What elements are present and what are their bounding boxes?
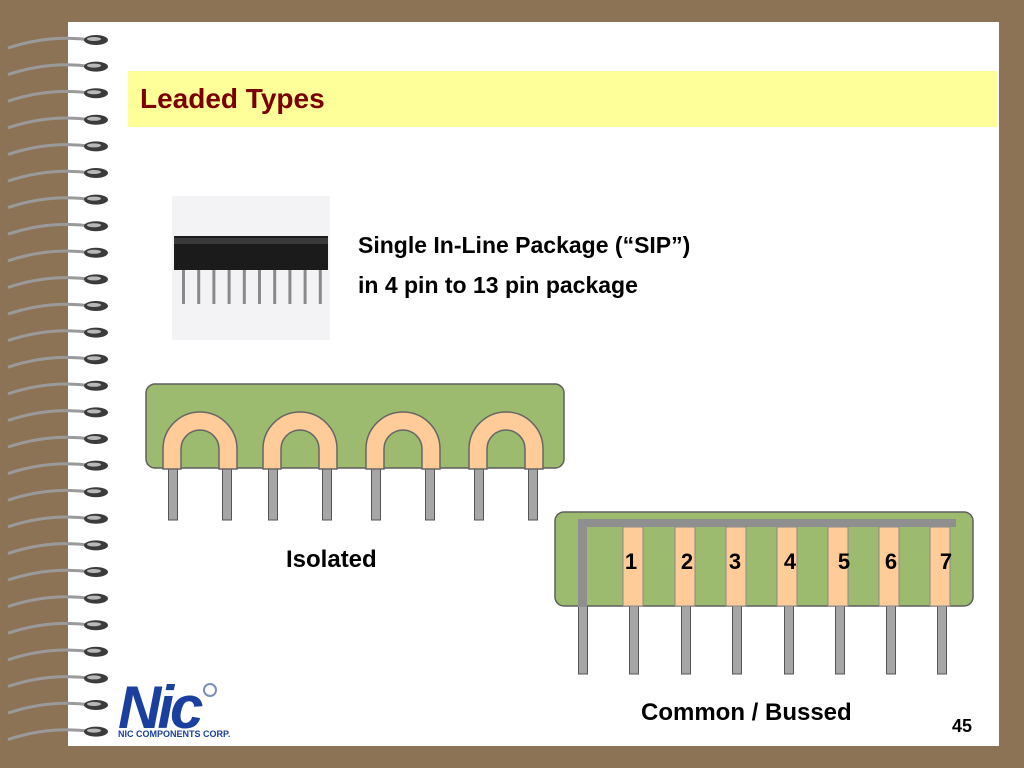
binding-ring <box>7 646 108 662</box>
binding-ring <box>7 35 108 50</box>
binding-ring <box>7 540 108 555</box>
isolated-body <box>145 383 565 469</box>
binding-ring <box>7 513 108 529</box>
chip-pin <box>227 270 231 304</box>
common-body <box>554 511 974 607</box>
sip-description-line1: Single In-Line Package (“SIP”) <box>358 232 691 258</box>
sip-chip-image <box>174 236 328 304</box>
common-lead <box>578 605 588 675</box>
binding-ring <box>7 726 108 742</box>
isolated-lead <box>425 467 435 521</box>
binding-ring <box>7 460 108 476</box>
chip-pin <box>273 270 277 304</box>
sip-description-line2: in 4 pin to 13 pin package <box>358 272 638 298</box>
binding-ring <box>7 141 108 156</box>
page-number: 45 <box>952 716 973 736</box>
chip-pin <box>182 270 185 304</box>
common-pin-label: 7 <box>940 549 952 574</box>
isolated-lead <box>268 467 278 521</box>
common-pin-label: 2 <box>681 549 693 574</box>
common-pin-label: 4 <box>784 549 797 574</box>
common-lead <box>886 605 896 675</box>
isolated-resistor-element <box>468 411 544 470</box>
isolated-caption: Isolated <box>286 546 377 573</box>
binding-ring <box>7 593 108 609</box>
chip-pin <box>318 270 322 304</box>
title-bar: Leaded Types <box>128 71 997 127</box>
common-network: 1 2 3 4 5 6 7 <box>554 511 974 675</box>
isolated-lead <box>371 467 381 521</box>
binding-ring <box>7 327 108 343</box>
binding-ring <box>7 301 108 316</box>
common-lead <box>732 605 742 675</box>
binding-ring <box>7 434 108 449</box>
isolated-lead <box>222 467 232 521</box>
isolated-resistor-element <box>262 411 338 470</box>
common-lead <box>937 605 947 675</box>
binding-ring <box>7 380 108 396</box>
nic-logo-caption: NIC COMPONENTS CORP. <box>118 729 231 739</box>
chip-pin <box>258 270 261 304</box>
binding-ring <box>7 700 108 715</box>
binding-ring <box>7 274 108 289</box>
binding-ring <box>7 114 108 130</box>
logo-swirl-icon <box>203 683 217 697</box>
isolated-lead <box>168 467 178 521</box>
binding-ring <box>7 168 108 183</box>
common-pin-label: 3 <box>729 549 741 574</box>
binding-ring <box>7 487 108 502</box>
slide-title: Leaded Types <box>140 83 325 114</box>
chip-pin <box>212 270 216 304</box>
binding-ring <box>7 61 108 77</box>
common-pin-label: 1 <box>625 549 637 574</box>
common-bus-bar <box>578 519 956 527</box>
chip-pin <box>288 270 292 304</box>
binding-ring <box>7 221 108 236</box>
common-lead <box>784 605 794 675</box>
binding-ring <box>7 673 108 688</box>
chip-pin <box>197 270 201 304</box>
binding-ring <box>7 247 108 263</box>
common-caption: Common / Bussed <box>641 699 852 726</box>
isolated-network <box>145 383 565 521</box>
spiral-binding <box>7 35 108 742</box>
common-bus-drop <box>578 519 587 607</box>
sip-chip-photo <box>172 196 330 340</box>
binding-ring <box>7 88 108 103</box>
binding-ring <box>7 567 108 582</box>
nic-logo-mark: Nic <box>118 676 203 741</box>
isolated-lead <box>528 467 538 521</box>
binding-ring <box>7 194 108 210</box>
binding-ring <box>7 354 108 369</box>
common-pin-label: 5 <box>838 549 850 574</box>
common-lead <box>681 605 691 675</box>
chip-pin <box>303 270 307 304</box>
common-lead <box>629 605 639 675</box>
nic-logo: Nic <box>118 676 217 741</box>
binding-ring <box>7 407 108 422</box>
binding-ring <box>7 620 108 635</box>
isolated-resistor-element <box>162 411 238 470</box>
common-pin-label: 6 <box>885 549 897 574</box>
common-lead <box>835 605 845 675</box>
isolated-resistor-element <box>365 411 441 470</box>
isolated-lead <box>474 467 484 521</box>
isolated-lead <box>322 467 332 521</box>
chip-pin <box>242 270 246 304</box>
